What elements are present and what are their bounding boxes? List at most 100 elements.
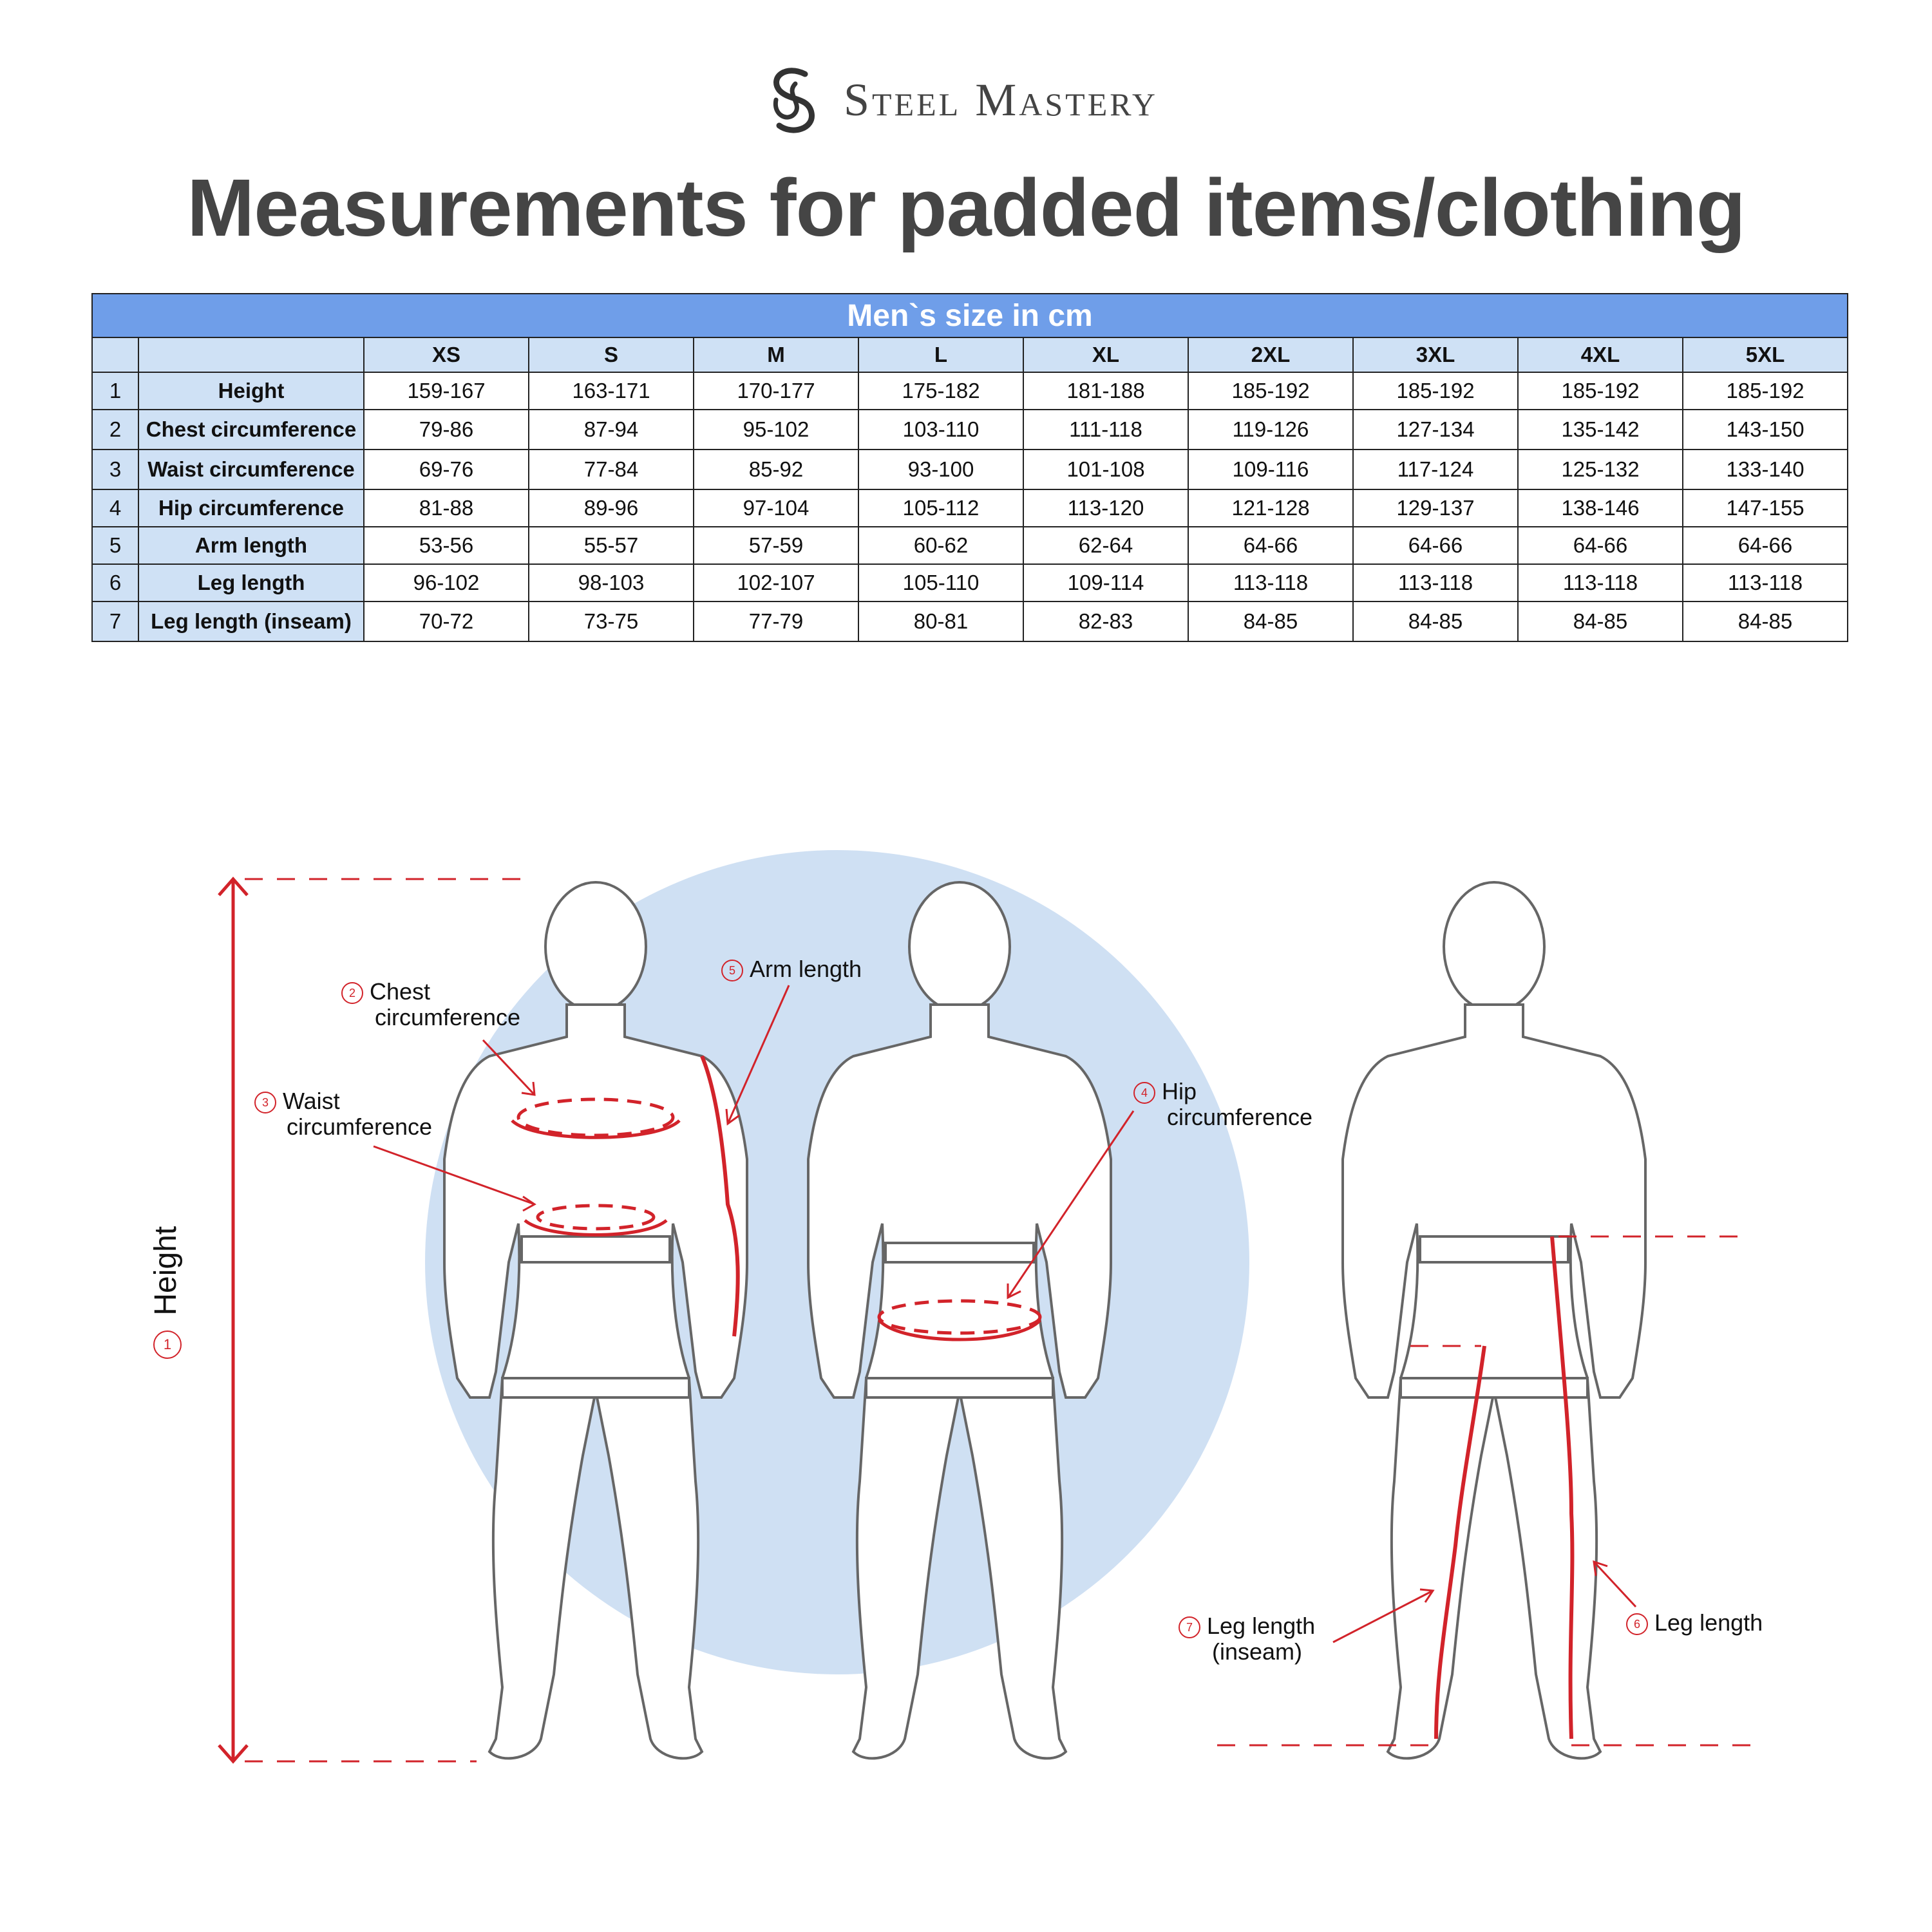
value-cell: 64-66 (1682, 526, 1848, 565)
value-cell: 111-118 (1023, 409, 1189, 450)
value-cell: 89-96 (528, 489, 694, 527)
row-index-cell: 5 (91, 526, 139, 565)
value-cell: 185-192 (1352, 372, 1519, 410)
hip-label-line1: Hip (1162, 1078, 1197, 1104)
value-cell: 127-134 (1352, 409, 1519, 450)
header-size-m: M (693, 337, 859, 373)
row-index-cell: 4 (91, 489, 139, 527)
arm-number-badge: 5 (721, 960, 743, 982)
row-label-cell: Leg length (inseam) (138, 601, 365, 642)
leg-number-badge: 6 (1626, 1613, 1648, 1636)
value-cell: 93-100 (858, 449, 1024, 490)
value-cell: 84-85 (1682, 601, 1848, 642)
value-cell: 113-118 (1517, 564, 1683, 602)
value-cell: 84-85 (1517, 601, 1683, 642)
table-header-row: XS S M L XL 2XL 3XL 4XL 5XL (91, 337, 1848, 373)
table-caption-row: Men`s size in cm (91, 293, 1848, 338)
value-cell: 57-59 (693, 526, 859, 565)
value-cell: 60-62 (858, 526, 1024, 565)
chest-measure (511, 1097, 681, 1139)
front-figure-left (443, 881, 748, 1760)
row-index-cell: 1 (91, 372, 139, 410)
height-label-text: Height (149, 1226, 183, 1316)
height-arrow (218, 876, 249, 1764)
value-cell: 159-167 (363, 372, 529, 410)
value-cell: 105-110 (858, 564, 1024, 602)
value-cell: 98-103 (528, 564, 694, 602)
page-title: Measurements for padded items/clothing (187, 162, 1745, 253)
arm-label-text: Arm length (750, 956, 862, 982)
waist-measure (524, 1204, 668, 1236)
value-cell: 113-120 (1023, 489, 1189, 527)
value-cell: 62-64 (1023, 526, 1189, 565)
leg-length-measure (1550, 1236, 1575, 1739)
value-cell: 87-94 (528, 409, 694, 450)
value-cell: 185-192 (1188, 372, 1354, 410)
height-number-badge: 1 (153, 1331, 182, 1359)
value-cell: 55-57 (528, 526, 694, 565)
value-cell: 133-140 (1682, 449, 1848, 490)
header-size-2xl: 2XL (1188, 337, 1354, 373)
inseam-label: 7 Leg length (inseam) (1179, 1613, 1315, 1665)
value-cell: 113-118 (1352, 564, 1519, 602)
value-cell: 84-85 (1352, 601, 1519, 642)
value-cell: 79-86 (363, 409, 529, 450)
row-index-cell: 6 (91, 564, 139, 602)
chest-number-badge: 2 (341, 982, 363, 1005)
size-table: Men`s size in cm XS S M L XL 2XL 3XL 4XL… (91, 293, 1848, 642)
header-size-l: L (858, 337, 1024, 373)
value-cell: 64-66 (1517, 526, 1683, 565)
value-cell: 129-137 (1352, 489, 1519, 527)
arm-measure (700, 1055, 740, 1337)
value-cell: 138-146 (1517, 489, 1683, 527)
inseam-label-line1: Leg length (1207, 1613, 1316, 1639)
header-size-s: S (528, 337, 694, 373)
hip-number-badge: 4 (1133, 1082, 1155, 1104)
value-cell: 103-110 (858, 409, 1024, 450)
value-cell: 77-84 (528, 449, 694, 490)
table-caption: Men`s size in cm (91, 293, 1848, 338)
value-cell: 117-124 (1352, 449, 1519, 490)
value-cell: 80-81 (858, 601, 1024, 642)
value-cell: 185-192 (1682, 372, 1848, 410)
value-cell: 181-188 (1023, 372, 1189, 410)
header-size-4xl: 4XL (1517, 337, 1683, 373)
row-label-cell: Waist circumference (138, 449, 365, 490)
value-cell: 121-128 (1188, 489, 1354, 527)
value-cell: 109-116 (1188, 449, 1354, 490)
waist-label-line2: circumference (287, 1113, 433, 1140)
value-cell: 113-118 (1682, 564, 1848, 602)
back-figure (807, 881, 1112, 1760)
value-cell: 102-107 (693, 564, 859, 602)
value-cell: 109-114 (1023, 564, 1189, 602)
height-label: 1 Height (148, 1226, 184, 1359)
inseam-label-line2: (inseam) (1212, 1638, 1303, 1665)
value-cell: 97-104 (693, 489, 859, 527)
value-cell: 82-83 (1023, 601, 1189, 642)
value-cell: 185-192 (1517, 372, 1683, 410)
waist-number-badge: 3 (254, 1092, 276, 1114)
value-cell: 84-85 (1188, 601, 1354, 642)
inseam-number-badge: 7 (1179, 1616, 1200, 1639)
header-index-cell (91, 337, 139, 373)
value-cell: 143-150 (1682, 409, 1848, 450)
header-size-3xl: 3XL (1352, 337, 1519, 373)
front-figure-right (1341, 881, 1647, 1760)
header-size-xs: XS (363, 337, 529, 373)
value-cell: 95-102 (693, 409, 859, 450)
value-cell: 135-142 (1517, 409, 1683, 450)
inseam-measure (1434, 1345, 1486, 1739)
value-cell: 147-155 (1682, 489, 1848, 527)
header-size-xl: XL (1023, 337, 1189, 373)
body-measurement-diagram (218, 850, 1765, 1764)
value-cell: 70-72 (363, 601, 529, 642)
value-cell: 64-66 (1352, 526, 1519, 565)
